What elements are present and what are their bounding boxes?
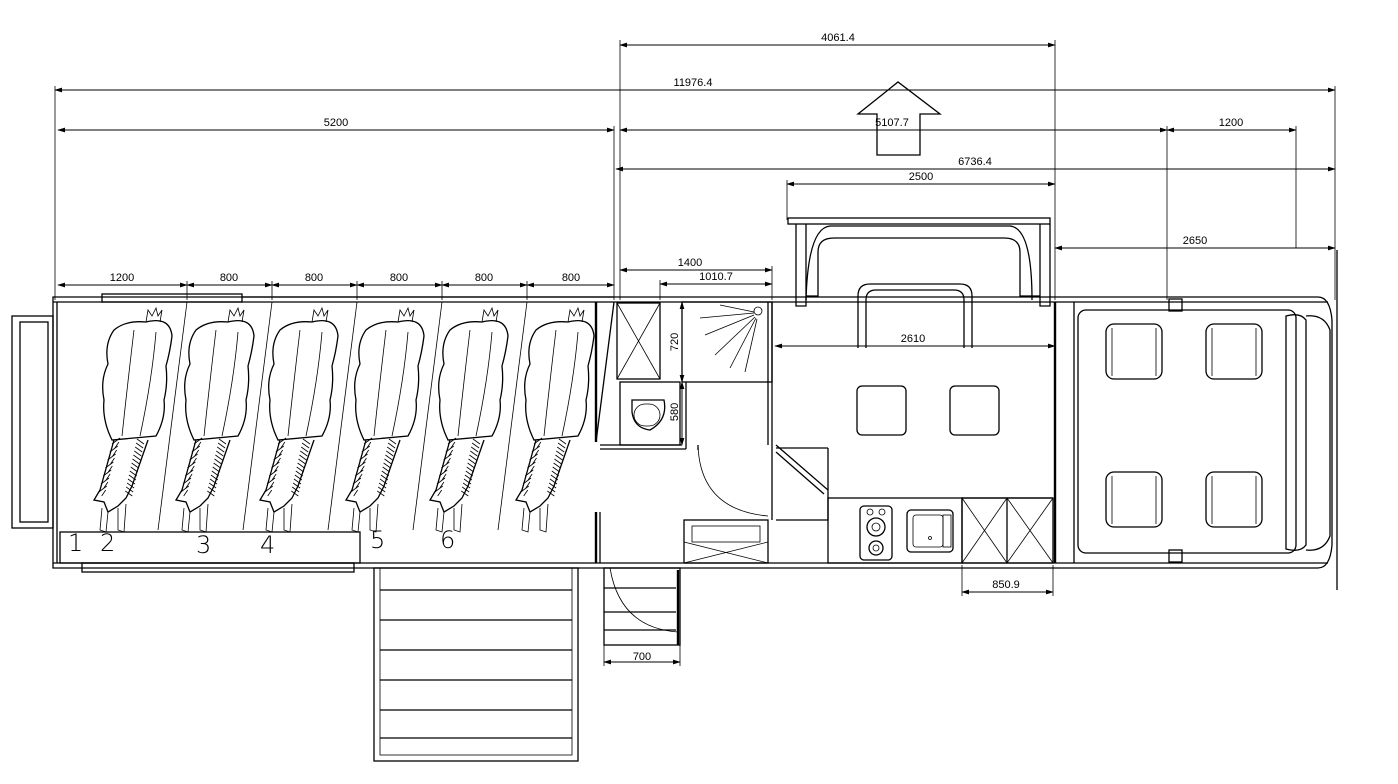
stall-width-4: 800 (390, 272, 408, 284)
dim-850: 850.9 (992, 579, 1020, 591)
dim-1400: 1400 (678, 257, 702, 269)
horse-icon (344, 306, 425, 533)
stall-width-2: 800 (220, 272, 238, 284)
living-area (594, 217, 1075, 646)
stall-number-1: 1 (68, 529, 83, 557)
direction-arrow-icon (856, 81, 942, 156)
dim-1200-right: 1200 (1219, 117, 1243, 129)
stall-width-3: 800 (305, 272, 323, 284)
dim-2650: 2650 (1183, 235, 1207, 247)
stall-number-3: 3 (196, 531, 211, 559)
dim-5107: 5107.7 (875, 117, 909, 129)
stall-width-6: 800 (562, 272, 580, 284)
horse-icon (258, 306, 339, 533)
dim-4061: 4061.4 (821, 32, 855, 44)
horse-icon (514, 306, 595, 533)
side-ramp (373, 567, 579, 762)
stall-width-1: 1200 (110, 272, 134, 284)
dim-11976: 11976.4 (674, 77, 713, 89)
stall-numbers: 1 2 3 4 5 6 (68, 526, 455, 559)
dim-2500: 2500 (909, 171, 933, 183)
dim-720: 720 (669, 333, 681, 351)
stall-width-5: 800 (475, 272, 493, 284)
dim-2610: 2610 (901, 333, 925, 345)
dim-700: 700 (633, 651, 651, 663)
dim-5200: 5200 (324, 117, 348, 129)
stall-dividers (157, 301, 528, 531)
dim-580: 580 (669, 403, 681, 421)
stall-number-2: 2 (100, 529, 115, 557)
stall-number-4: 4 (260, 531, 275, 559)
horse-icon (92, 306, 173, 533)
dim-6736: 6736.4 (958, 156, 992, 168)
horse-icon (174, 306, 255, 533)
cab (1077, 298, 1331, 563)
stall-number-5: 5 (370, 526, 385, 554)
cab-seats (1105, 323, 1263, 528)
stall-number-6: 6 (440, 526, 455, 554)
dimension-labels: 4061.4 11976.4 5200 5107.7 1200 6736.4 2… (110, 32, 1243, 663)
horses (92, 306, 595, 533)
horse-icon (428, 306, 509, 533)
dim-1010: 1010.7 (699, 271, 733, 283)
